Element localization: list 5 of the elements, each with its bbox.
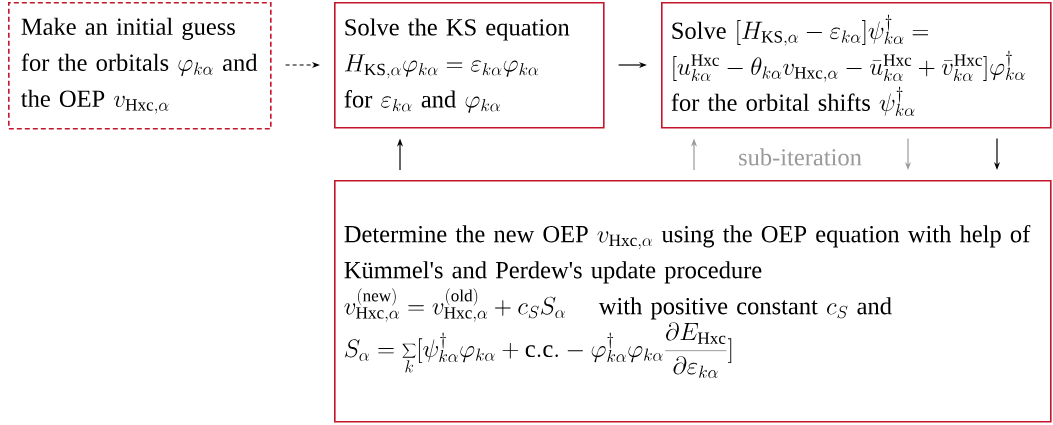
process-box: Solve $[H_{\mathrm{KS},\alpha} - \varepsilon_{k\alpha}]\psi^{\dagger}_{k\alpha} =$ $[u^{\mathrm{Hxc}}_{k\alpha} - \theta_{k\alpha} v_{\mathrm{Hxc},\alpha} - \bar{u}^{\mathrm{Hxc}}_{k\alpha} + \bar{v}^{\mathrm{Hxc}}_{k\alpha}]\varphi^{\dagger}_{k\alpha}$ for the orbital shifts $\psi^{\dagger}_{k\alpha}$ — [661, 2, 1052, 129]
process-box: Solve the KS equation $H_{\mathrm{KS},\alpha}\varphi_{k\alpha} = \varepsilon_{k\alpha}\varphi_{k\alpha}$ for $\varepsilon_{k\alpha}$ and $\varphi_{k\alpha}$ — [334, 2, 605, 129]
process-box: Make an initial guess for the orbitals $\varphi_{k\alpha}$ and the OEP $v_{\mathrm{Hxc},\alpha}$ — [8, 2, 272, 130]
process-box: Determine the new OEP $v_{\mathrm{Hxc},\alpha}$ using the OEP equation with help of Kümmel's and Perdew's update procedure $v^{(\mathrm{new})}_{\mathrm{Hxc},\alpha} = v^{(\mathrm{old})}_{\mathrm{Hxc},\alpha} + c_S S_\alpha$ with positive constant $c_S$ and $S_\alpha = \sum_k \Bigl[\psi^{\dagger}_{k\alpha}\varphi_{k\alpha} + \mathrm{c.c.} - \varphi^{\dagger}_{k\alpha}\varphi_{k\alpha}\frac{\partial E_{\mathrm{Hxc}}}{\partial\varepsilon_{k\alpha}}\Bigr]$ — [334, 180, 1052, 423]
annotation-text: sub-iteration — [739, 148, 862, 166]
